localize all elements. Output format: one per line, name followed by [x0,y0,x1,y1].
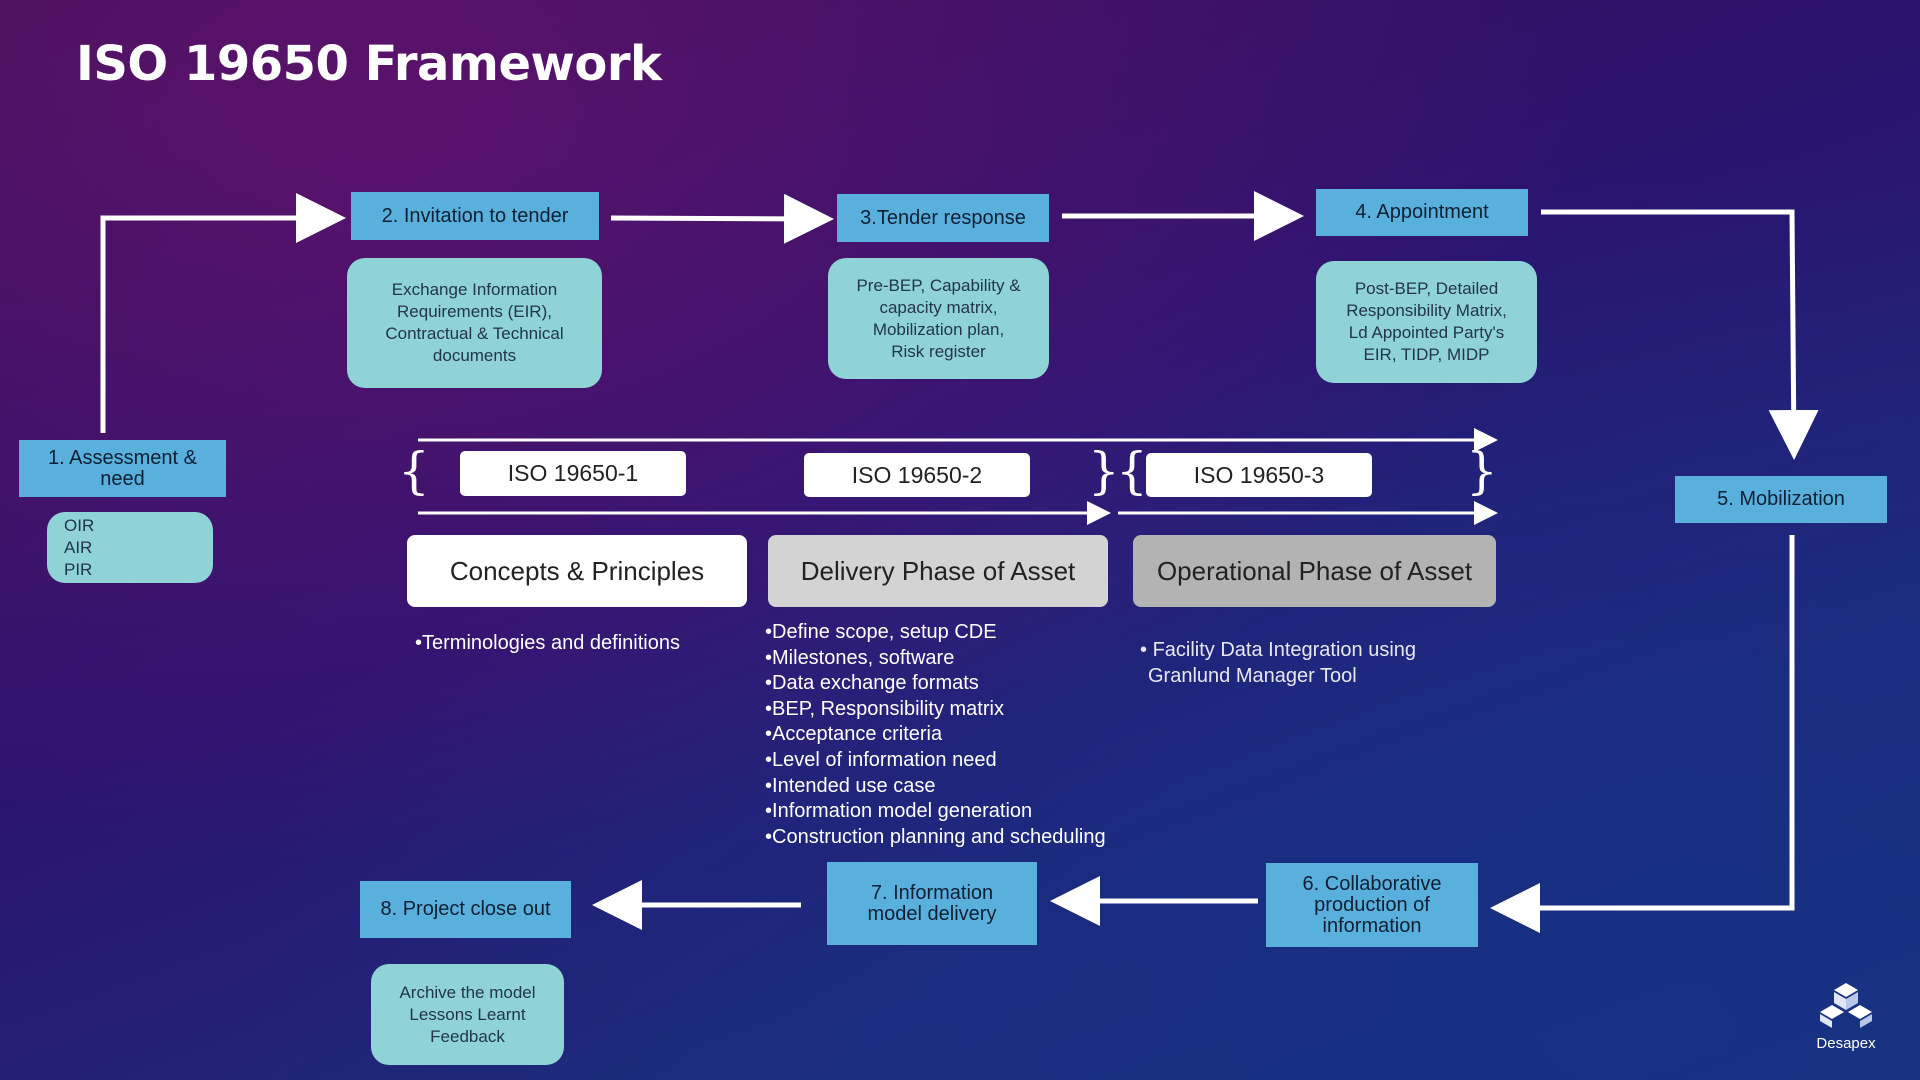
bullet-item: Milestones, software [765,646,1145,672]
iso-19650-1-label: ISO 19650-1 [460,451,686,496]
bullet-item: Data exchange formats [765,671,1145,697]
arrow-4-to-5 [1541,209,1819,460]
bullet-item: Information model generation [765,799,1145,825]
page-title: ISO 19650 Framework [76,36,662,92]
brace-close-3: } [1466,442,1498,500]
step-collaborative-production: 6. Collaborative production of informati… [1266,863,1478,947]
detail-appointment: Post-BEP, Detailed Responsibility Matrix… [1316,261,1537,383]
bullet-item: Acceptance criteria [765,722,1145,748]
arrow-2-to-3 [610,193,834,244]
step-mobilization: 5. Mobilization [1675,476,1887,523]
bullet-item: • Facility Data Integration using [1140,639,1417,661]
step-project-close-out: 8. Project close out [360,881,571,938]
cubes-logo-icon [1820,983,1872,1028]
bullet-item: BEP, Responsibility matrix [765,697,1145,723]
brand-logo: Desapex [1806,980,1886,1052]
bullet-item: Level of information need [765,748,1145,774]
step-assessment: 1. Assessment & need [19,440,226,497]
bullet-item: Granlund Manager Tool [1148,665,1357,687]
brace-open-1: { [398,442,430,500]
bullet-item: Construction planning and scheduling [765,825,1145,851]
brand-name: Desapex [1816,1035,1876,1052]
detail-tender-response: Pre-BEP, Capability & capacity matrix, M… [828,258,1049,379]
iso-19650-3-label: ISO 19650-3 [1146,453,1372,497]
bullet-item: Terminologies and definitions [415,631,745,657]
bullet-item: Intended use case [765,774,1145,800]
detail-invitation-to-tender: Exchange Information Requirements (EIR),… [347,258,602,388]
arrow-5-to-6 [1490,535,1795,933]
brace-open-3: { [1116,442,1148,500]
iso-19650-2-label: ISO 19650-2 [804,453,1030,497]
bullets-delivery: Define scope, setup CDE Milestones, soft… [765,620,1145,850]
step-invitation-to-tender: 2. Invitation to tender [351,192,599,240]
bullets-concepts: Terminologies and definitions [415,631,745,657]
phase-operational: Operational Phase of Asset [1133,535,1496,607]
detail-assessment: OIR AIR PIR [47,512,213,583]
arrow-1-to-2 [100,193,346,433]
phase-delivery: Delivery Phase of Asset [768,535,1108,607]
step-information-model-delivery: 7. Information model delivery [827,862,1037,945]
detail-project-close-out: Archive the model Lessons Learnt Feedbac… [371,964,564,1065]
brace-close-2: } [1088,442,1120,500]
step-appointment: 4. Appointment [1316,189,1528,236]
step-tender-response: 3.Tender response [837,194,1049,242]
bullet-item: Define scope, setup CDE [765,620,1145,646]
bullets-operational: • Facility Data Integration using Granlu… [1140,637,1480,689]
phase-concepts-principles: Concepts & Principles [407,535,747,607]
